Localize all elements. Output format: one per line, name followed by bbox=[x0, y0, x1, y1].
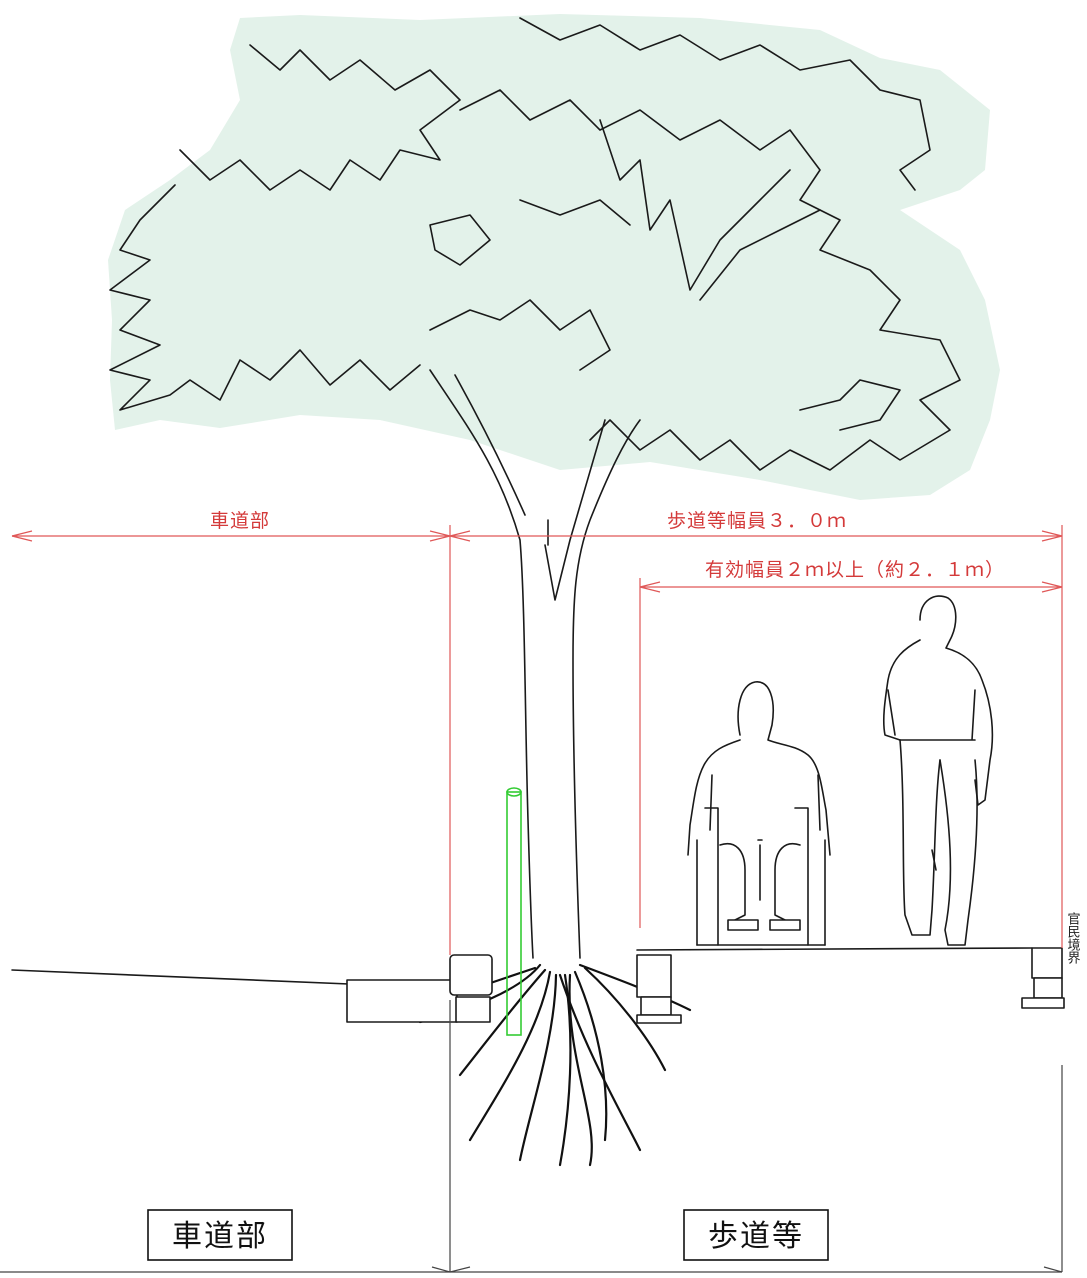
roadway-zone-box: 車道部 bbox=[147, 1209, 293, 1261]
roadside-curb bbox=[449, 954, 493, 1023]
wheelchair-user-figure bbox=[687, 681, 831, 946]
dimension-lines bbox=[11, 525, 1063, 955]
roadway-dimension-label: 車道部 bbox=[210, 510, 270, 532]
tree-trunk bbox=[429, 369, 641, 959]
boundary-block bbox=[1021, 947, 1065, 1009]
sidewalk-width-label: 歩道等幅員３．０ｍ bbox=[667, 510, 847, 532]
roadway-zone-label: 車道部 bbox=[172, 1219, 268, 1254]
boundary-side-label: 官民境界 bbox=[1065, 911, 1081, 965]
road-surface bbox=[11, 969, 458, 1023]
guide-post bbox=[506, 787, 522, 1036]
sidewalk-surface bbox=[636, 947, 1033, 951]
sidewalk-curb bbox=[636, 954, 682, 1024]
pedestrian-figure bbox=[882, 595, 994, 946]
sidewalk-zone-box: 歩道等 bbox=[683, 1209, 829, 1261]
sidewalk-zone-label: 歩道等 bbox=[708, 1219, 804, 1254]
tree-canopy bbox=[108, 14, 1000, 500]
zone-dividers bbox=[0, 1000, 1063, 1273]
effective-width-label: 有効幅員２ｍ以上（約２．１ｍ） bbox=[705, 559, 1005, 581]
